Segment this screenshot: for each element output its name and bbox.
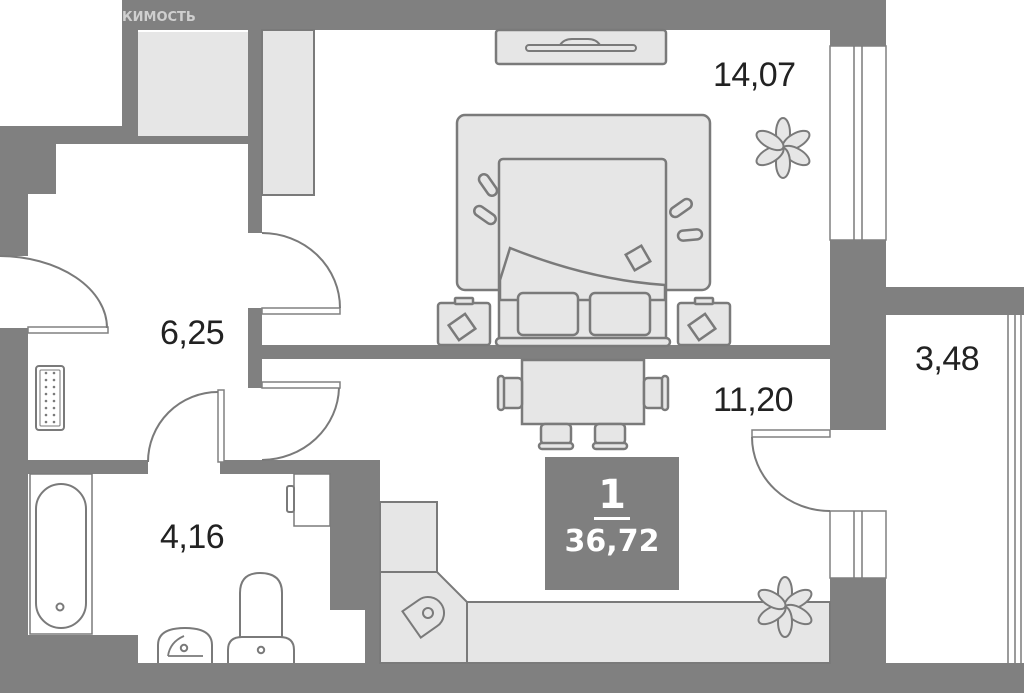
bathtub-icon xyxy=(29,473,93,635)
windows xyxy=(829,45,1022,663)
room-area-kitchen-living: 11,20 xyxy=(713,381,794,419)
bed-icon xyxy=(455,113,712,348)
total-area: 36,72 xyxy=(564,524,660,559)
room-count: 1 xyxy=(594,473,630,520)
dining-table-icon xyxy=(496,358,670,451)
plant-icon xyxy=(755,117,813,638)
tv-unit-icon xyxy=(494,28,668,66)
doors xyxy=(0,232,831,512)
stove-icon xyxy=(401,596,445,639)
toilet-icon xyxy=(227,571,295,663)
washing-machine-icon xyxy=(286,473,331,527)
room-area-balcony: 3,48 xyxy=(915,340,980,378)
radiator-icon xyxy=(35,365,65,431)
room-area-bathroom: 4,16 xyxy=(160,518,225,556)
watermark-text: КИМОСТЬ xyxy=(122,10,196,25)
room-area-hallway: 6,25 xyxy=(160,314,225,352)
sink-icon xyxy=(157,626,213,663)
wardrobe-top-left xyxy=(138,29,315,196)
room-area-bedroom: 14,07 xyxy=(713,56,796,94)
apartment-summary-badge: 1 36,72 xyxy=(545,457,679,590)
nightstand-icon xyxy=(436,296,732,347)
